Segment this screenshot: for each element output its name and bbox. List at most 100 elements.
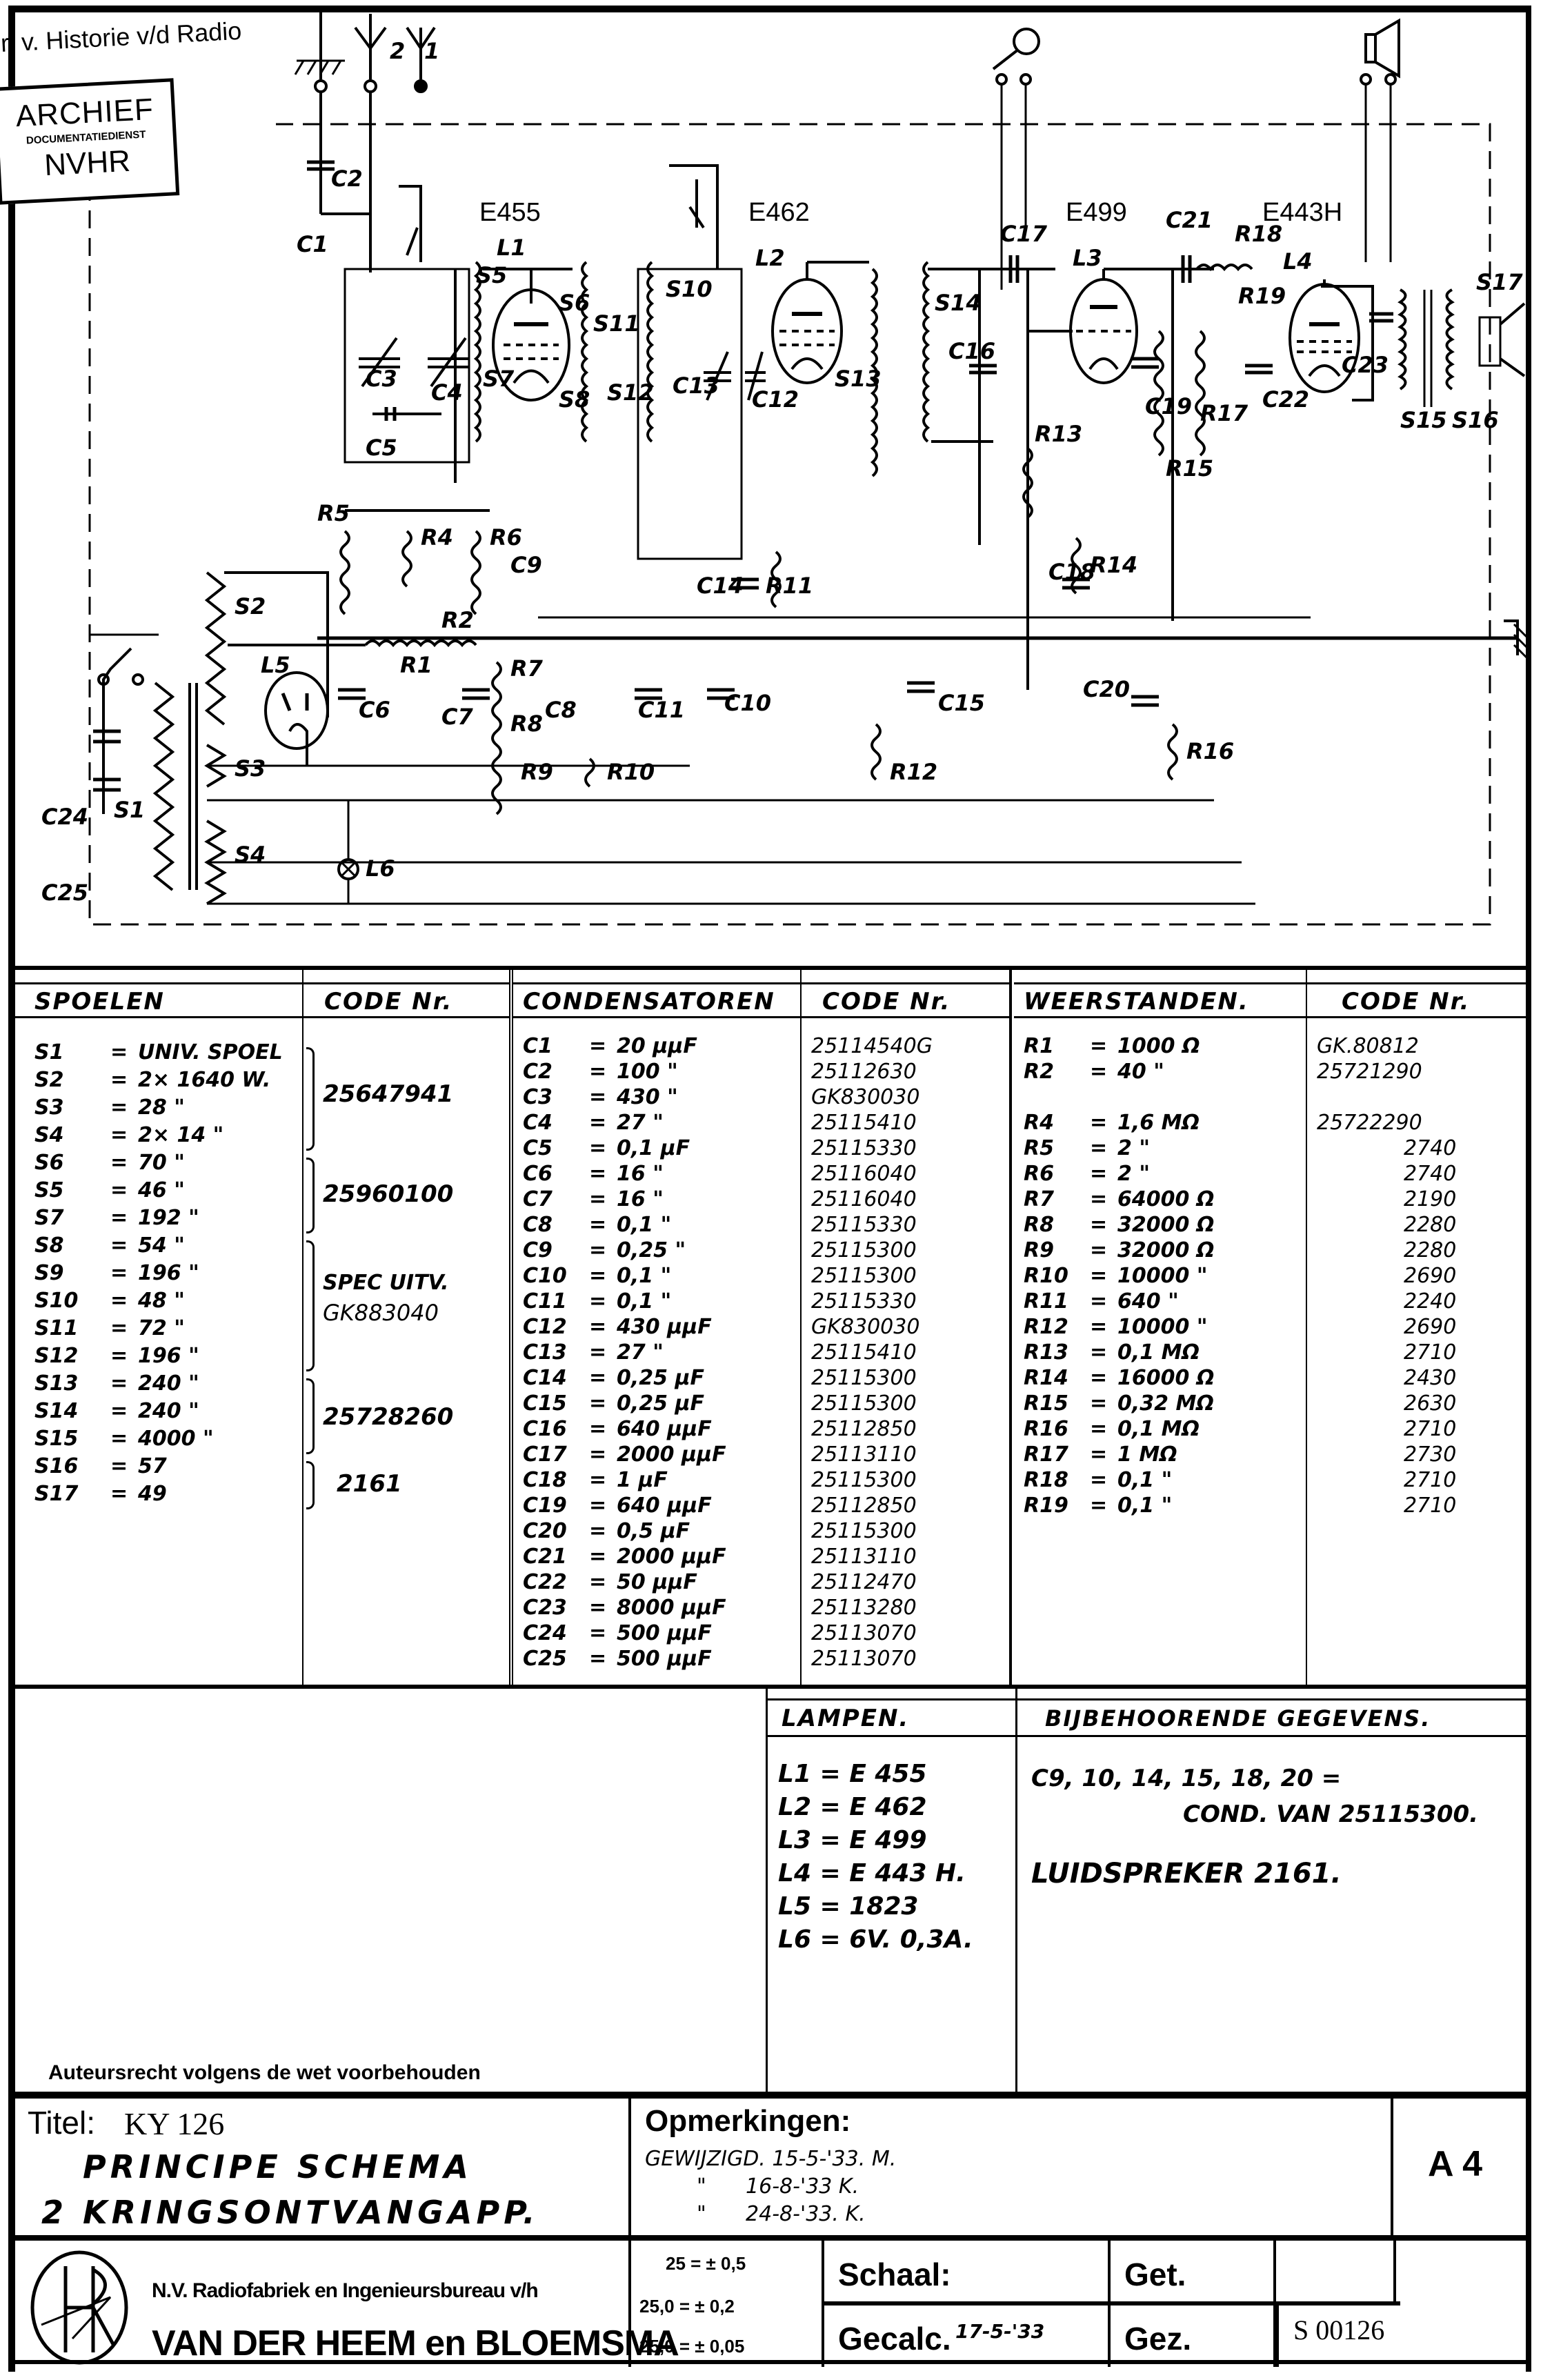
equals-sign: = [110, 1399, 128, 1423]
resistor-ref: R6 [1024, 1162, 1054, 1186]
resistor-code: 2740 [1404, 1136, 1457, 1160]
capacitor-ref: C17 [523, 1442, 567, 1467]
coil-row: S13=240 " [14, 1370, 302, 1398]
capacitor-value: 500 µµF [617, 1621, 712, 1645]
svg-text:S7: S7 [483, 366, 515, 392]
remark-3: " 24-8-'33. K. [697, 2202, 866, 2226]
capacitor-ref: C10 [523, 1264, 567, 1288]
equals-sign: = [1090, 1034, 1108, 1058]
capacitor-row: C25=500 µµF [513, 1646, 800, 1672]
svg-text:L3: L3 [1073, 245, 1102, 271]
capacitor-code: 25115330 [811, 1213, 917, 1237]
associated-data-line-1: C9, 10, 14, 15, 18, 20 = [1031, 1765, 1342, 1792]
capacitor-ref: C16 [523, 1417, 567, 1441]
coil-value: 192 " [138, 1206, 199, 1230]
svg-text:S5: S5 [476, 262, 507, 288]
svg-text:L1: L1 [497, 235, 526, 261]
resistor-row: R4=1,6 MΩ [1014, 1110, 1306, 1136]
coil-code-1: 25647941 [323, 1080, 454, 1108]
capacitor-code: 25113110 [811, 1545, 917, 1569]
capacitor-ref: C6 [523, 1162, 553, 1186]
capacitor-value: 0,25 µF [617, 1366, 705, 1390]
calc-label: Gecalc. [838, 2321, 951, 2357]
equals-sign: = [110, 1482, 128, 1506]
associated-data-line-2: COND. VAN 25115300. [1183, 1801, 1479, 1828]
calc-value: 17-5-'33 [955, 2320, 1045, 2343]
tube-type-e443h: E443H [1262, 198, 1342, 227]
equals-sign: = [1090, 1391, 1108, 1416]
tube-type-e499: E499 [1066, 198, 1127, 227]
resistor-value: 40 " [1117, 1060, 1164, 1084]
equals-sign: = [811, 1892, 850, 1921]
lamp-ref: L2 [778, 1793, 811, 1821]
coil-value: 2× 1640 W. [138, 1068, 271, 1092]
svg-text:C10: C10 [724, 690, 771, 716]
capacitor-value: 100 " [617, 1060, 678, 1084]
capacitor-code: 25115300 [811, 1264, 917, 1288]
capacitor-ref: C7 [523, 1187, 553, 1211]
equals-sign: = [589, 1060, 607, 1084]
capacitor-value: 1 µF [617, 1468, 668, 1492]
svg-text:R6: R6 [490, 524, 522, 551]
svg-text:S16: S16 [1452, 407, 1499, 433]
resistor-ref: R8 [1024, 1213, 1054, 1237]
equals-sign: = [1090, 1213, 1108, 1237]
coil-row: S17=49 [14, 1480, 302, 1508]
capacitor-row: C16=640 µµF [513, 1416, 800, 1442]
coil-ref: S13 [34, 1371, 79, 1396]
resistor-value: 0,1 MΩ [1117, 1417, 1200, 1441]
capacitor-ref: C3 [523, 1085, 553, 1109]
capacitors-header: CONDENSATOREN [513, 982, 800, 1018]
coil-row: S5=46 " [14, 1177, 302, 1204]
capacitor-row: C5=0,1 µF [513, 1136, 800, 1161]
svg-text:S2: S2 [235, 593, 266, 619]
coil-ref: S7 [34, 1206, 64, 1230]
svg-text:S15: S15 [1400, 407, 1447, 433]
resistor-code: 2710 [1404, 1494, 1457, 1518]
svg-text:R16: R16 [1186, 738, 1234, 764]
coil-ref: S2 [34, 1068, 64, 1092]
equals-sign: = [1090, 1442, 1108, 1467]
scale-divider [824, 2301, 1108, 2305]
title-label: Titel: [28, 2105, 95, 2141]
coil-ref: S6 [34, 1151, 64, 1175]
equals-sign: = [1090, 1417, 1108, 1441]
equals-sign: = [110, 1289, 128, 1313]
equals-sign: = [1090, 1111, 1108, 1135]
lamp-value: 1823 [849, 1892, 919, 1921]
resistor-code: 2710 [1404, 1340, 1457, 1365]
company-logo-icon [30, 2250, 128, 2365]
capacitor-value: 430 µµF [617, 1315, 712, 1339]
svg-text:S3: S3 [235, 755, 266, 782]
capacitor-row: C1=20 µµF [513, 1033, 800, 1059]
capacitor-code: GK830030 [811, 1085, 920, 1109]
svg-text:C24: C24 [41, 804, 88, 830]
capacitor-ref: C13 [523, 1340, 567, 1365]
equals-sign: = [110, 1095, 128, 1120]
resistor-value: 0,1 MΩ [1117, 1340, 1200, 1365]
lamp-ref: L3 [778, 1826, 811, 1854]
capacitor-row: C7=16 " [513, 1187, 800, 1212]
resistor-code: 2630 [1404, 1391, 1457, 1416]
svg-text:R5: R5 [317, 500, 350, 526]
svg-text:R19: R19 [1238, 283, 1286, 309]
equals-sign: = [811, 1793, 850, 1821]
coil-ref: S15 [34, 1427, 79, 1451]
resistor-row: R2=40 " [1014, 1059, 1306, 1084]
equals-sign: = [589, 1442, 607, 1467]
equals-sign: = [589, 1468, 607, 1492]
coil-value: 72 " [138, 1316, 185, 1340]
resistor-code: 25722290 [1317, 1111, 1422, 1135]
tolerance-3: 25,0 = ± 0,05 [639, 2336, 745, 2357]
equals-sign: = [589, 1417, 607, 1441]
svg-text:C20: C20 [1083, 676, 1130, 702]
capacitor-ref: C25 [523, 1647, 567, 1671]
resistor-code: 2240 [1404, 1289, 1457, 1313]
svg-text:R13: R13 [1035, 421, 1082, 447]
equals-sign: = [589, 1545, 607, 1569]
capacitor-row: C9=0,25 " [513, 1238, 800, 1263]
company-cell [14, 2241, 631, 2367]
frame-border-top [14, 6, 1531, 12]
